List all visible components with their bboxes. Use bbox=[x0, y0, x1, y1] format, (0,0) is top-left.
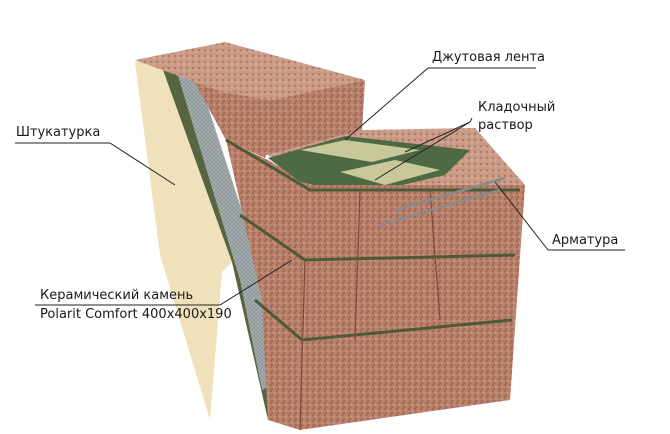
upper-block-top bbox=[135, 42, 365, 100]
wall-front-face bbox=[300, 185, 525, 430]
label-rebar: Арматура bbox=[552, 233, 619, 248]
label-stone-line1: Керамический камень bbox=[40, 288, 194, 303]
wall-side-face bbox=[226, 140, 310, 430]
label-stone-line2: Polarit Comfort 400x400x190 bbox=[40, 307, 232, 322]
plaster-layer bbox=[135, 56, 232, 420]
leader-lines bbox=[15, 67, 625, 306]
block-edges bbox=[299, 189, 441, 431]
upper-block-front bbox=[222, 80, 365, 155]
mortar-strip bbox=[340, 160, 440, 185]
label-mortar-line1: Кладочный bbox=[478, 100, 556, 115]
label-jute-tape: Джутовая лента bbox=[432, 50, 546, 65]
label-mortar-line2: раствор bbox=[478, 118, 533, 133]
rebar-shape bbox=[379, 176, 506, 227]
mesh-layer bbox=[172, 52, 282, 390]
label-plaster: Штукатурка bbox=[16, 125, 101, 140]
mortar-strip bbox=[300, 140, 420, 162]
